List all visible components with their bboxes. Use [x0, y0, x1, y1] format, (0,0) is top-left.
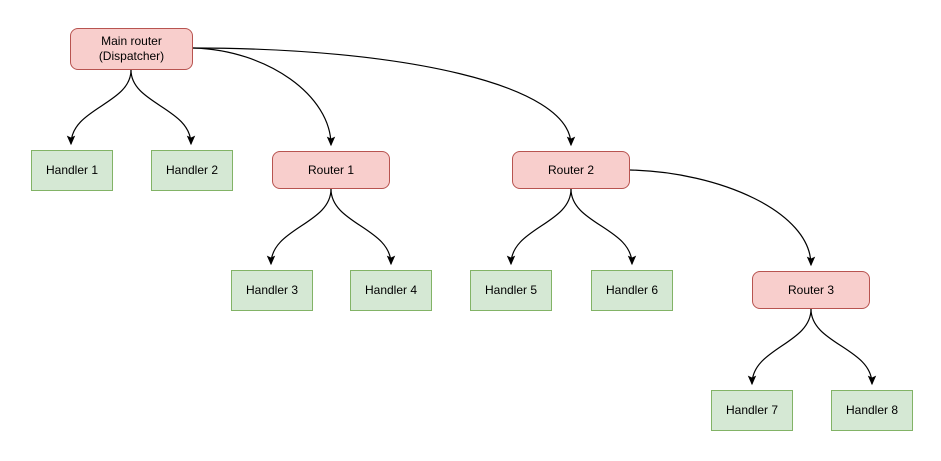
node-handler-5[interactable]: Handler 5 [470, 270, 552, 311]
edges-group [66, 47, 877, 386]
node-handler-4[interactable]: Handler 4 [350, 270, 432, 311]
node-router-2[interactable]: Router 2 [512, 151, 630, 189]
node-label-handler-6: Handler 6 [605, 283, 659, 297]
edge-router-2-to-router-3 [629, 169, 816, 267]
edge-main-to-handler-1 [66, 69, 132, 146]
edge-router-1-to-handler-3 [266, 188, 332, 266]
node-label-handler-7: Handler 7 [725, 403, 779, 417]
edge-router-3-to-handler-8 [810, 308, 877, 386]
edge-main-to-router-2 [192, 47, 576, 147]
edge-main-to-router-1 [192, 47, 336, 147]
node-label-router-3: Router 3 [787, 282, 835, 297]
node-handler-1[interactable]: Handler 1 [31, 150, 113, 191]
node-label-handler-3: Handler 3 [245, 283, 299, 297]
node-label-handler-1: Handler 1 [45, 163, 99, 177]
edge-router-3-to-handler-7 [747, 308, 812, 386]
node-label-handler-4: Handler 4 [364, 283, 418, 297]
node-handler-6[interactable]: Handler 6 [591, 270, 673, 311]
node-router-3[interactable]: Router 3 [752, 271, 870, 309]
edge-router-2-to-handler-5 [506, 188, 572, 266]
node-label-router-2: Router 2 [547, 162, 595, 177]
node-handler-2[interactable]: Handler 2 [151, 150, 233, 191]
node-main-router[interactable]: Main router (Dispatcher) [70, 28, 193, 70]
node-handler-7[interactable]: Handler 7 [711, 390, 793, 431]
edge-router-2-to-handler-6 [570, 188, 637, 266]
node-router-1[interactable]: Router 1 [272, 151, 390, 189]
node-handler-3[interactable]: Handler 3 [231, 270, 313, 311]
node-label-handler-5: Handler 5 [484, 283, 538, 297]
node-label-handler-8: Handler 8 [845, 403, 899, 417]
node-label-handler-2: Handler 2 [165, 163, 219, 177]
node-label-router-1: Router 1 [307, 162, 355, 177]
node-handler-8[interactable]: Handler 8 [831, 390, 913, 431]
node-label-main-router: Main router (Dispatcher) [98, 34, 165, 63]
edge-router-1-to-handler-4 [330, 188, 396, 266]
edge-main-to-handler-2 [130, 69, 196, 146]
